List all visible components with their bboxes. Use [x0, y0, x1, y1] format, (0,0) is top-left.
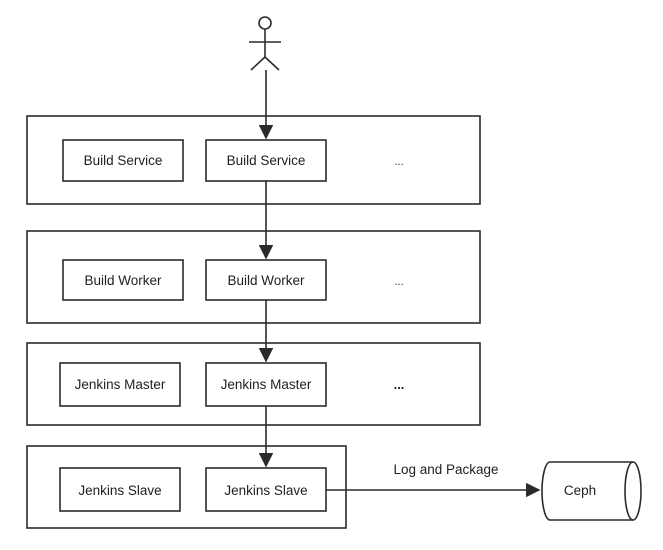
node-label: Build Worker — [84, 273, 162, 288]
tier-jenkins-master: Jenkins Master Jenkins Master ... — [26, 342, 481, 426]
node-build-service-1: Build Service — [62, 139, 184, 182]
edge-label-log-and-package: Log and Package — [393, 462, 498, 477]
ellipsis-more-nodes: ... — [394, 377, 405, 392]
cylinder-storage-icon — [541, 461, 642, 521]
node-label: Build Service — [84, 153, 163, 168]
node-label: Jenkins Master — [221, 377, 312, 392]
node-jenkins-slave-2: Jenkins Slave — [205, 467, 327, 512]
node-label: Build Worker — [227, 273, 305, 288]
tier-container — [26, 230, 481, 324]
ellipsis-more-nodes: ... — [394, 156, 403, 168]
node-jenkins-master-1: Jenkins Master — [59, 362, 181, 407]
node-label: Jenkins Slave — [224, 483, 307, 498]
node-build-service-2: Build Service — [205, 139, 327, 182]
tier-container — [26, 445, 347, 529]
node-build-worker-2: Build Worker — [205, 259, 327, 301]
node-label: Jenkins Master — [75, 377, 166, 392]
node-label: Build Service — [227, 153, 306, 168]
tier-jenkins-slave: Jenkins Slave Jenkins Slave — [26, 445, 347, 529]
storage-label-ceph: Ceph — [564, 483, 596, 498]
tier-build-service: Build Service Build Service ... — [26, 115, 481, 205]
user-actor-icon — [249, 16, 281, 71]
tier-container — [26, 115, 481, 205]
tier-container — [26, 342, 481, 426]
node-label: Jenkins Slave — [78, 483, 161, 498]
node-build-worker-1: Build Worker — [62, 259, 184, 301]
tier-build-worker: Build Worker Build Worker ... — [26, 230, 481, 324]
node-jenkins-slave-1: Jenkins Slave — [59, 467, 181, 512]
ellipsis-more-nodes: ... — [394, 276, 403, 288]
node-jenkins-master-2: Jenkins Master — [205, 362, 327, 407]
